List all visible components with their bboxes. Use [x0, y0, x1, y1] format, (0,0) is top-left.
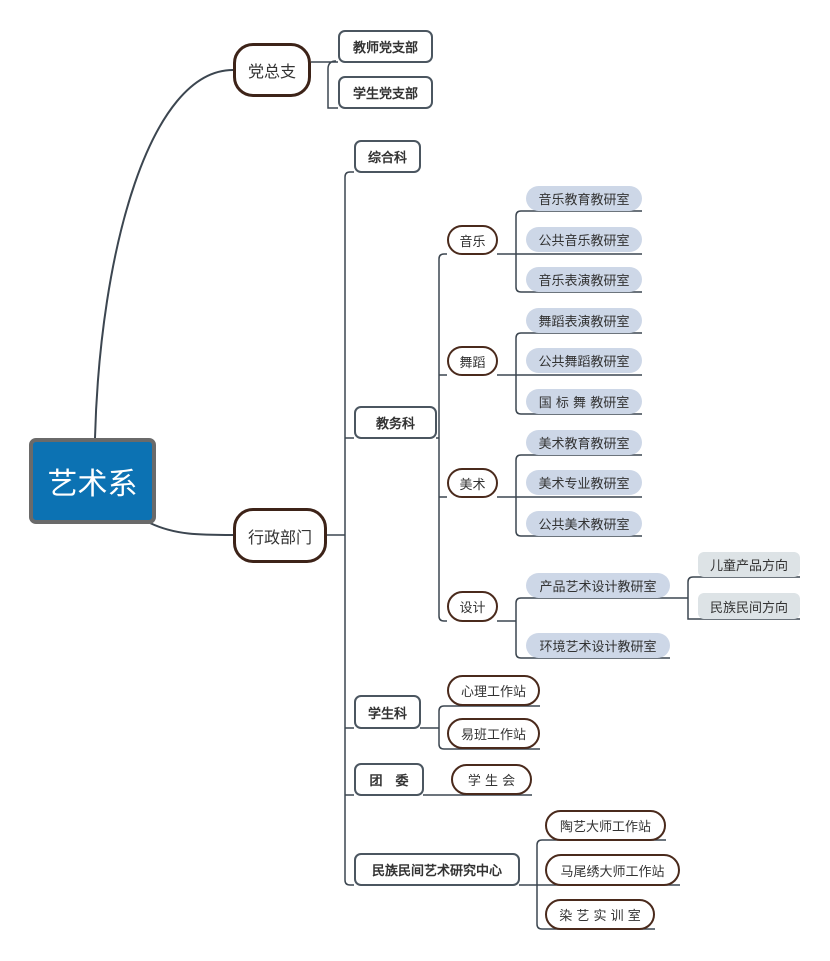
admin-dept-node[interactable]: 行政部门	[233, 508, 327, 563]
psychology-station-node[interactable]: 心理工作站	[447, 675, 540, 706]
teaching-room-node[interactable]: 美术教育教研室	[526, 430, 642, 455]
connector-root-party	[94, 69, 234, 439]
youth-league-node[interactable]: 团 委	[354, 763, 424, 796]
teaching-room-node[interactable]: 舞蹈表演教研室	[526, 308, 642, 333]
connector-admin-trunk	[326, 171, 354, 886]
student-party-branch-node[interactable]: 学生党支部	[338, 76, 433, 109]
root-node[interactable]: 艺术系	[29, 438, 156, 524]
teaching-room-node[interactable]: 产品艺术设计教研室	[526, 573, 670, 598]
teaching-room-node[interactable]: 环境艺术设计教研室	[526, 633, 670, 658]
pottery-master-station-node[interactable]: 陶艺大师工作站	[545, 810, 666, 841]
connector-party-children	[311, 60, 338, 109]
horsetail-embroidery-station-node[interactable]: 马尾绣大师工作站	[545, 854, 680, 886]
folk-art-research-center-node[interactable]: 民族民间艺术研究中心	[354, 853, 520, 886]
teaching-room-node[interactable]: 音乐表演教研室	[526, 267, 642, 292]
student-union-node[interactable]: 学 生 会	[451, 764, 532, 795]
teaching-room-node[interactable]: 音乐教育教研室	[526, 186, 642, 211]
teacher-party-branch-node[interactable]: 教师党支部	[338, 30, 433, 63]
connector-root-admin	[149, 522, 234, 536]
dance-group-node[interactable]: 舞蹈	[447, 346, 498, 376]
party-branch-node[interactable]: 党总支	[233, 43, 311, 97]
yiban-station-node[interactable]: 易班工作站	[447, 718, 540, 749]
music-group-node[interactable]: 音乐	[447, 225, 498, 255]
teaching-room-node[interactable]: 国 标 舞 教研室	[526, 389, 642, 414]
academic-office-node[interactable]: 教务科	[354, 406, 437, 439]
general-office-node[interactable]: 综合科	[354, 140, 421, 173]
direction-node[interactable]: 民族民间方向	[698, 593, 800, 619]
teaching-room-node[interactable]: 公共舞蹈教研室	[526, 348, 642, 373]
fine-art-group-node[interactable]: 美术	[447, 468, 498, 498]
connector-academic-subtrunk	[436, 253, 447, 622]
direction-node[interactable]: 儿童产品方向	[698, 552, 800, 577]
root-label: 艺术系	[47, 467, 138, 502]
design-group-node[interactable]: 设计	[447, 591, 498, 622]
teaching-room-node[interactable]: 美术专业教研室	[526, 470, 642, 495]
student-office-node[interactable]: 学生科	[354, 695, 421, 729]
dyeing-training-room-node[interactable]: 染 艺 实 训 室	[545, 899, 655, 930]
teaching-room-node[interactable]: 公共音乐教研室	[526, 227, 642, 252]
teaching-room-node[interactable]: 公共美术教研室	[526, 511, 642, 536]
